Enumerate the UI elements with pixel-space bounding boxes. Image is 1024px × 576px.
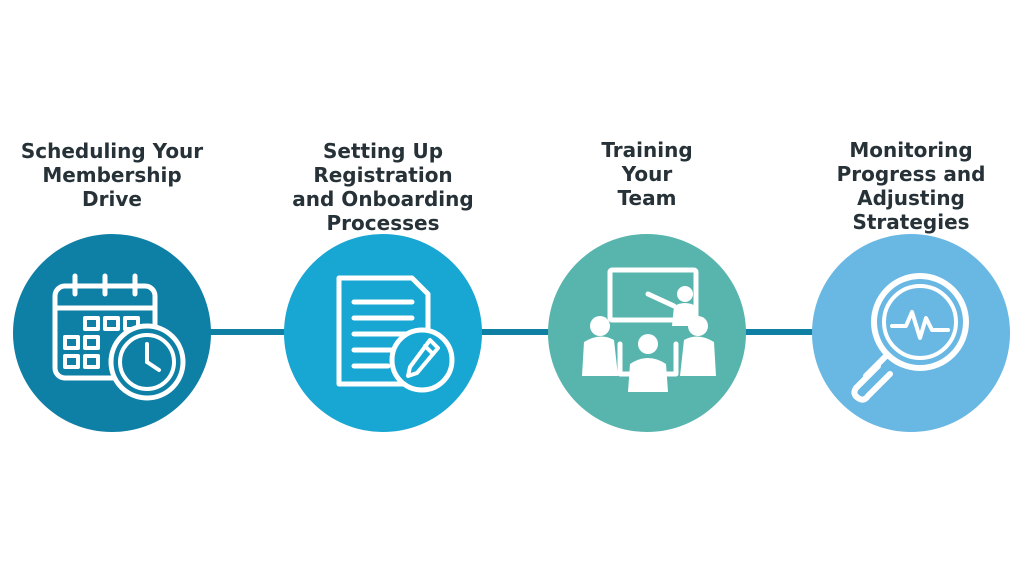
- step-title: Setting Up Registration and Onboarding P…: [263, 139, 503, 235]
- step-training: Training Your Team: [527, 0, 767, 576]
- step-title-line: Your: [621, 162, 673, 186]
- step-title-line: Progress and: [836, 162, 986, 186]
- step-title-line: Scheduling Your: [20, 139, 204, 163]
- step-title: Training Your Team: [527, 138, 767, 210]
- step-circle: [812, 234, 1010, 432]
- step-registration: Setting Up Registration and Onboarding P…: [263, 0, 503, 576]
- step-title: Monitoring Progress and Adjusting Strate…: [791, 138, 1024, 234]
- step-title-line: Adjusting: [857, 186, 965, 210]
- calendar-clock-icon: [52, 273, 186, 401]
- step-title-line: Drive: [82, 187, 142, 211]
- step-scheduling: Scheduling Your Membership Drive: [0, 0, 232, 576]
- step-circle: [13, 234, 211, 432]
- step-title-line: Strategies: [852, 210, 970, 234]
- step-circle: [284, 234, 482, 432]
- step-title-line: Membership: [42, 163, 182, 187]
- team-presentation-icon: [582, 267, 716, 392]
- step-title-line: Processes: [326, 211, 440, 235]
- step-title: Scheduling Your Membership Drive: [0, 139, 232, 211]
- connector-line: [110, 329, 910, 335]
- step-title-line: Training: [601, 138, 693, 162]
- step-monitoring: Monitoring Progress and Adjusting Strate…: [791, 0, 1024, 576]
- step-circle: [548, 234, 746, 432]
- step-title-line: Monitoring: [849, 138, 973, 162]
- document-pencil-icon: [336, 275, 455, 393]
- step-title-line: and Onboarding: [292, 187, 474, 211]
- magnifier-pulse-icon: [851, 273, 969, 403]
- step-title-line: Setting Up: [322, 139, 444, 163]
- step-title-line: Team: [617, 186, 677, 210]
- step-title-line: Registration: [313, 163, 453, 187]
